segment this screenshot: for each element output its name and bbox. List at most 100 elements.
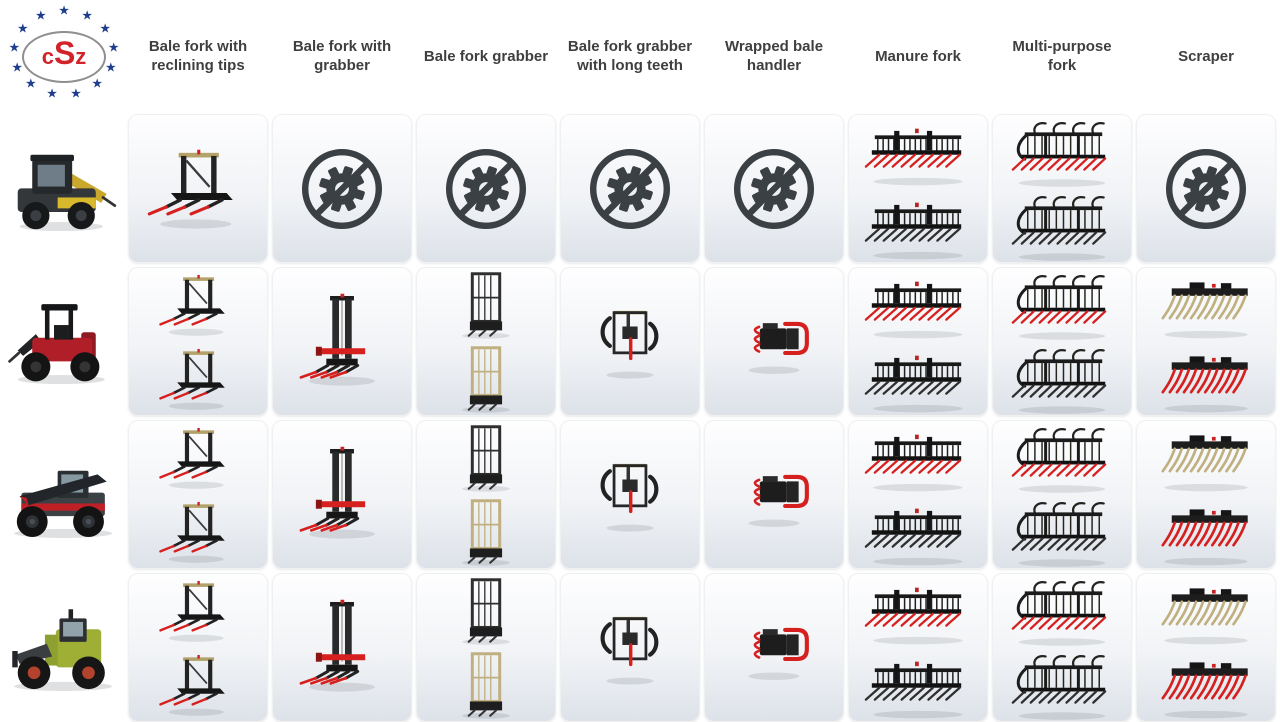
- grabber-frame-image: [600, 311, 659, 379]
- grabber-cage-image: [462, 578, 510, 645]
- matrix-cell-not-compatible: [560, 114, 700, 263]
- matrix-cell-grabber-cage: [416, 267, 556, 416]
- manure-fork-image: [864, 281, 963, 339]
- column-header-bale-fork-reclining-tips: Bale fork with reclining tips: [148, 38, 248, 74]
- not-compatible-gear-icon: [1160, 143, 1252, 235]
- matrix-cell-multi-fork: [992, 573, 1132, 722]
- multi-fork-image: [1011, 428, 1107, 493]
- matrix-cell-scraper: [1136, 573, 1276, 722]
- column-header-scraper: Scraper: [1178, 47, 1234, 65]
- manure-fork-image: [864, 355, 963, 412]
- bale-fork-image: [147, 149, 233, 229]
- compatibility-grid: ★★★★★★★★★★★★★ cSz Bale fork with reclini…: [4, 0, 1276, 722]
- scraper-image: [1161, 661, 1248, 718]
- scraper-image: [1161, 588, 1248, 645]
- manure-fork-image: [864, 587, 963, 645]
- logo-star-icon: ★: [108, 42, 119, 55]
- matrix-cell-bale-fork: [128, 114, 268, 263]
- not-compatible-gear-icon: [440, 143, 532, 235]
- bale-fork-image: [159, 427, 225, 489]
- logo-star-icon: ★: [71, 87, 81, 100]
- manure-fork-image: [864, 128, 963, 186]
- telehandler-image: [14, 470, 113, 539]
- bale-fork-image: [159, 501, 225, 563]
- matrix-cell-grabber-frame: [560, 420, 700, 569]
- manure-fork-image: [864, 661, 963, 718]
- bale-mast-image: [299, 599, 375, 692]
- bale-clamp-image: [748, 475, 809, 528]
- manure-fork-image: [864, 202, 963, 259]
- matrix-cell-not-compatible: [416, 114, 556, 263]
- matrix-cell-bale-mast: [272, 267, 412, 416]
- scraper-image: [1161, 435, 1248, 492]
- matrix-cell-bale-fork: [128, 420, 268, 569]
- grabber-cage-image: [462, 498, 510, 566]
- matrix-cell-scraper: [1136, 267, 1276, 416]
- scraper-image: [1161, 355, 1248, 412]
- scraper-image: [1161, 282, 1248, 339]
- multi-fork-image: [1011, 501, 1107, 567]
- logo-star-icon: ★: [12, 62, 23, 75]
- grabber-frame-image: [600, 464, 659, 532]
- matrix-cell-bale-fork: [128, 267, 268, 416]
- logo-star-icon: ★: [92, 78, 103, 91]
- not-compatible-gear-icon: [296, 143, 388, 235]
- logo-star-icon: ★: [82, 9, 93, 22]
- bale-fork-image: [159, 274, 225, 336]
- column-header-bale-fork-grabber: Bale fork grabber: [423, 47, 549, 65]
- not-compatible-gear-icon: [728, 143, 820, 235]
- not-compatible-gear-icon: [584, 143, 676, 235]
- matrix-cell-bale-mast: [272, 573, 412, 722]
- logo-star-icon: ★: [100, 23, 111, 36]
- multi-fork-image: [1011, 195, 1107, 261]
- multi-fork-image: [1011, 581, 1107, 646]
- logo-oval: cSz: [22, 31, 106, 83]
- matrix-cell-grabber-cage: [416, 573, 556, 722]
- matrix-cell-manure-fork: [848, 267, 988, 416]
- logo-star-icon: ★: [9, 42, 20, 55]
- multi-fork-image: [1011, 122, 1107, 187]
- bale-fork-image: [159, 348, 225, 410]
- multi-fork-image: [1011, 654, 1107, 720]
- telehandler: [4, 420, 124, 569]
- logo-star-icon: ★: [47, 87, 57, 100]
- logo-text: cSz: [41, 35, 87, 71]
- matrix-cell-multi-fork: [992, 267, 1132, 416]
- matrix-cell-not-compatible: [704, 114, 844, 263]
- manure-fork-image: [864, 508, 963, 565]
- matrix-cell-not-compatible: [272, 114, 412, 263]
- manure-fork-image: [864, 434, 963, 492]
- column-header-multi-purpose-fork: Multi-purpose fork: [1012, 38, 1112, 74]
- compact-wheel-loader: [4, 267, 124, 416]
- skid-steer-loader-image: [17, 154, 117, 232]
- bale-clamp-image: [748, 322, 809, 375]
- matrix-cell-scraper: [1136, 420, 1276, 569]
- matrix-cell-grabber-cage: [416, 420, 556, 569]
- matrix-cell-bale-clamp: [704, 267, 844, 416]
- column-header-manure-fork: Manure fork: [875, 47, 961, 65]
- multi-fork-image: [1011, 275, 1107, 340]
- grabber-cage-image: [462, 651, 510, 719]
- compact-wheel-loader-image: [8, 304, 105, 385]
- matrix-cell-bale-clamp: [704, 420, 844, 569]
- grabber-cage-image: [462, 425, 510, 492]
- matrix-cell-multi-fork: [992, 420, 1132, 569]
- multi-fork-image: [1011, 348, 1107, 414]
- matrix-cell-bale-mast: [272, 420, 412, 569]
- column-header-bale-fork-with-grabber: Bale fork with grabber: [292, 38, 392, 74]
- column-header-bale-fork-grabber-long-teeth: Bale fork grabber with long teeth: [567, 38, 693, 74]
- bale-fork-image: [159, 654, 225, 716]
- matrix-cell-bale-clamp: [704, 573, 844, 722]
- bale-fork-image: [159, 580, 225, 642]
- matrix-cell-grabber-frame: [560, 573, 700, 722]
- grabber-cage-image: [462, 272, 510, 339]
- bale-mast-image: [299, 446, 375, 539]
- matrix-cell-manure-fork: [848, 573, 988, 722]
- logo-star-icon: ★: [35, 9, 46, 22]
- matrix-cell-bale-fork: [128, 573, 268, 722]
- logo-star-icon: ★: [25, 78, 36, 91]
- logo-star-icon: ★: [105, 62, 116, 75]
- matrix-cell-manure-fork: [848, 114, 988, 263]
- scraper-image: [1161, 508, 1248, 565]
- wheel-loader: [4, 573, 124, 722]
